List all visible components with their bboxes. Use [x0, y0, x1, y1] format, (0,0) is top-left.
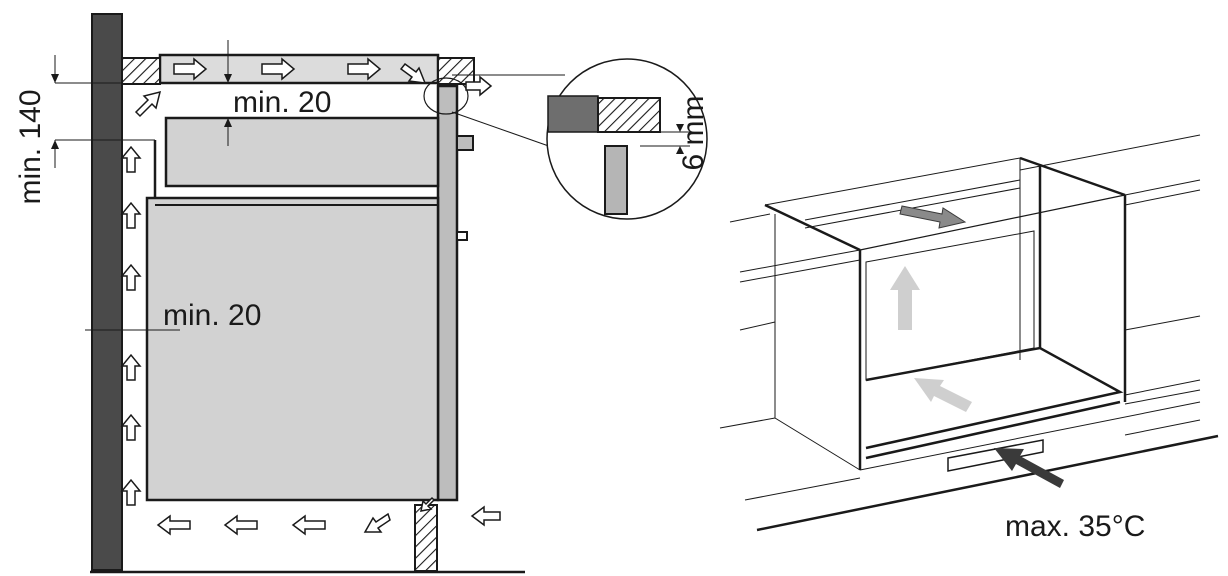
wall-line	[1124, 419, 1201, 436]
opening-top-edge	[764, 203, 861, 252]
arrow-right-icon	[465, 75, 493, 97]
arrow-up-icon	[120, 263, 142, 291]
knob-lower	[456, 231, 468, 241]
opening-top-front	[859, 194, 1126, 251]
detail-gap-arrow-bottom	[676, 146, 684, 154]
wall-line	[1124, 315, 1201, 331]
detail-worktop	[597, 97, 661, 133]
arrow-up-icon	[120, 353, 142, 381]
detail-leader-bottom	[451, 111, 561, 151]
oven-upper-compartment	[164, 116, 440, 188]
arrow-up-grey-icon	[890, 266, 920, 330]
detail-gap-arrow-top	[676, 124, 684, 132]
floor-line	[756, 434, 1219, 532]
detail-marker	[423, 77, 469, 115]
opening-top-back	[764, 157, 1021, 206]
wall-line	[739, 249, 861, 273]
wall-line	[1124, 179, 1201, 196]
wall-line	[744, 477, 861, 501]
back-panel	[865, 230, 1035, 381]
wall-line	[719, 417, 776, 429]
cabinet-front-panel	[436, 84, 459, 502]
arrow-up-icon	[120, 478, 142, 506]
arrow-diagonal-into-icon	[420, 496, 436, 512]
vent-slot	[947, 439, 1044, 472]
section-view: min. 140 min. 20 min. 20	[14, 13, 565, 574]
arrow-right-icon	[173, 57, 208, 81]
dim-140-arrow-bottom	[51, 140, 59, 149]
worktop-left	[121, 57, 161, 85]
dim-20-top-arrow-a	[224, 74, 232, 83]
oven-body	[145, 196, 440, 502]
airflow-arrows	[120, 57, 501, 536]
label-6-mm: 6 mm	[677, 96, 710, 171]
wall-line	[739, 321, 776, 331]
arrow-intake-dark-icon	[994, 448, 1064, 488]
detail-gasket	[547, 95, 599, 133]
adjacent-cabinet-left	[774, 214, 861, 471]
arrow-left-icon	[156, 514, 191, 536]
label-min-140: min. 140	[14, 89, 47, 204]
arrow-up-icon	[120, 201, 142, 229]
wall-line	[729, 213, 771, 223]
arrow-diagonal-grey-icon	[914, 378, 972, 412]
arrow-right-icon	[261, 57, 296, 81]
dim-20-top-arrow-b	[224, 118, 232, 127]
arrow-diagonal-left-icon	[363, 512, 391, 533]
label-max-temp: max. 35°C	[1005, 510, 1145, 543]
wall-line	[1124, 389, 1201, 405]
floor-line-upper	[859, 401, 1201, 471]
plinth	[414, 504, 438, 572]
arrow-up-icon	[120, 413, 142, 441]
cabinet-floor	[865, 346, 1124, 450]
arrow-left-icon	[291, 514, 326, 536]
dim-140-arrow-top	[51, 74, 59, 83]
worktop-right	[437, 57, 475, 85]
detail-panel	[604, 145, 628, 215]
opening-right-top	[1019, 156, 1126, 197]
wall-line	[1019, 134, 1201, 171]
arrow-diagonal-down-icon	[399, 62, 427, 84]
wall-line	[1124, 379, 1201, 396]
label-min-20-top: min. 20	[233, 86, 331, 119]
wall-line	[739, 259, 861, 283]
wall-line	[1124, 189, 1201, 206]
arrow-left-icon	[223, 514, 258, 536]
wall	[91, 13, 123, 571]
arrow-exhaust-top-icon	[899, 205, 967, 229]
knob-upper	[456, 135, 474, 151]
perspective-view	[719, 134, 1219, 532]
detail-magnifier: 6 mm	[546, 58, 710, 220]
arrow-left-icon	[470, 505, 501, 527]
top-slot-back	[804, 179, 1021, 221]
cabinet-floor-front	[865, 400, 1121, 460]
arrow-right-icon	[347, 57, 382, 81]
label-min-20-side: min. 20	[163, 299, 261, 332]
arrow-diagonal-up-icon	[134, 90, 162, 118]
arrow-up-icon	[120, 145, 142, 173]
